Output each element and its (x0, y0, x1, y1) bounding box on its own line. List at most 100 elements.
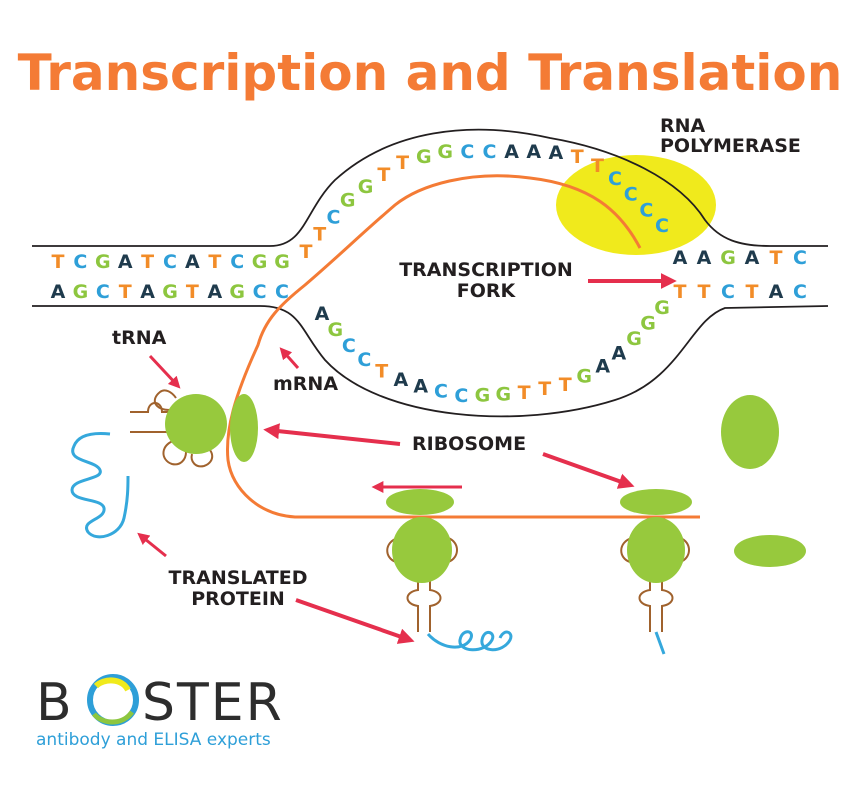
dna-base-G: G (95, 251, 111, 273)
dna-base-C: C (460, 141, 474, 163)
dna-base-G: G (340, 189, 356, 211)
dna-base-G: G (654, 297, 670, 319)
dna-base-G: G (252, 251, 268, 273)
dna-base-A: A (504, 141, 519, 163)
dna-base-G: G (327, 319, 343, 341)
dna-base-G: G (576, 366, 592, 388)
rna-polymerase-shape (556, 155, 716, 255)
protein-middle-coil (426, 630, 513, 652)
dna-base-C: C (793, 247, 807, 269)
logo-tagline: antibody and ELISA experts (36, 730, 271, 750)
dna-base-C: C (230, 251, 244, 273)
protein-arrow-bottom (295, 598, 415, 644)
transcription-fork-label-line1: TRANSCRIPTION (399, 259, 573, 281)
dna-base-A: A (697, 247, 712, 269)
dna-base-C: C (793, 281, 807, 303)
dna-base-G: G (640, 313, 656, 335)
dna-base-C: C (434, 380, 448, 402)
dna-base-C: C (608, 168, 622, 190)
trna-middle (386, 537, 458, 632)
rna-polymerase-label-line1: RNA (660, 115, 706, 137)
dna-bottom-strand (32, 305, 829, 418)
protein-right-tail (654, 631, 666, 655)
ribosome-left-small-subunit (230, 394, 258, 462)
dna-base-A: A (51, 281, 66, 303)
dna-base-T: T (559, 374, 572, 396)
dna-base-A: A (526, 141, 541, 163)
dna-base-A: A (315, 303, 330, 325)
dna-base-A: A (595, 356, 610, 378)
dna-base-C: C (721, 281, 735, 303)
dna-base-C: C (163, 251, 177, 273)
transcription-fork-label-line2: FORK (457, 280, 517, 302)
translated-protein-label-line1: TRANSLATED (169, 567, 308, 589)
page-title: Transcription and Translation (18, 44, 843, 102)
rna-polymerase-label-line2: POLYMERASE (660, 135, 801, 157)
dna-base-T: T (674, 281, 687, 303)
ribosome-arrow-left (263, 423, 401, 446)
trna-right (620, 537, 690, 632)
dna-base-G: G (495, 384, 511, 406)
dna-base-T: T (396, 152, 409, 174)
protein-left-coil (70, 432, 130, 539)
trna-left-stem (130, 402, 170, 433)
free-ribosome-small-subunit (734, 535, 806, 567)
dna-base-G: G (358, 176, 374, 198)
dna-base-A: A (612, 343, 627, 365)
dna-base-A: A (118, 251, 133, 273)
dna-base-A: A (413, 376, 428, 398)
dna-base-T: T (141, 251, 154, 273)
dna-base-G: G (162, 281, 178, 303)
dna-base-T: T (208, 251, 221, 273)
trna-label: tRNA (112, 327, 167, 349)
protein-arrow-top (137, 532, 167, 558)
dna-base-C: C (253, 281, 267, 303)
dna-base-A: A (207, 281, 222, 303)
dna-base-T: T (538, 378, 551, 400)
dna-base-A: A (769, 281, 784, 303)
dna-base-C: C (639, 199, 653, 221)
dna-base-A: A (140, 281, 155, 303)
dna-base-T: T (698, 281, 711, 303)
dna-base-T: T (313, 224, 326, 246)
mrna-label: mRNA (273, 373, 338, 395)
dna-base-T: T (518, 382, 531, 404)
mrna-strand (226, 174, 700, 519)
dna-base-G: G (274, 251, 290, 273)
ribosome-left (70, 389, 258, 539)
dna-base-C: C (655, 215, 669, 237)
dna-base-A: A (745, 247, 760, 269)
dna-base-T: T (52, 251, 65, 273)
logo-o-emblem: O (87, 674, 139, 726)
ribosome-middle-small-subunit (386, 489, 454, 515)
logo-letter-b: B (36, 673, 74, 733)
dna-base-T: T (119, 281, 132, 303)
dna-top-strand (32, 128, 828, 247)
ribosome-right-large-subunit (627, 517, 685, 583)
annotation-arrows (137, 273, 677, 644)
dna-base-C: C (454, 385, 468, 407)
dna-base-A: A (673, 247, 688, 269)
dna-base-G: G (626, 328, 642, 350)
dna-base-C: C (275, 281, 289, 303)
dna-base-C: C (73, 251, 87, 273)
dna-base-G: G (475, 384, 491, 406)
ribosome-middle (386, 489, 513, 652)
dna-base-A: A (548, 142, 563, 164)
dna-base-G: G (73, 281, 89, 303)
translated-protein-label-line2: PROTEIN (191, 588, 285, 610)
dna-base-A: A (185, 251, 200, 273)
trna-arrow (148, 354, 181, 389)
dna-base-G: G (416, 146, 432, 168)
dna-base-T: T (746, 281, 759, 303)
dna-base-T: T (770, 247, 783, 269)
dna-base-C: C (96, 281, 110, 303)
ribosome-arrow-right (542, 452, 635, 489)
